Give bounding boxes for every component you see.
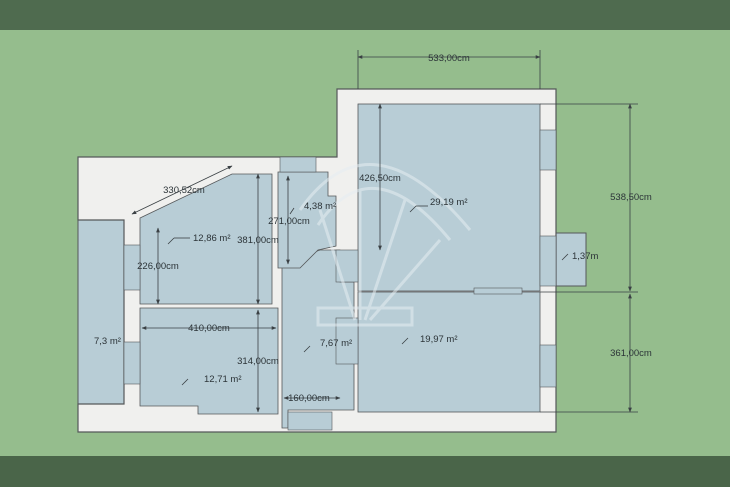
- dim-bath-height: 271,00cm: [268, 216, 310, 227]
- window: [539, 344, 557, 388]
- window: [539, 129, 557, 171]
- area-room-main: 29,19 m²: [430, 197, 468, 208]
- room-right-lower: [357, 291, 541, 413]
- dim-right-lower-height: 361,00cm: [610, 348, 652, 359]
- door-opening: [473, 287, 523, 295]
- window: [123, 341, 141, 385]
- dim-bottom-left-height: 314,00cm: [237, 356, 279, 367]
- watermark: [298, 163, 472, 327]
- door-opening: [335, 317, 359, 365]
- area-balcony-left: 7,3 m²: [94, 336, 121, 347]
- area-room-upper-left: 12,86 m²: [193, 233, 231, 244]
- area-balcony-right: 1,37m: [572, 251, 598, 262]
- dim-kitchen-depth: 426,50cm: [359, 173, 401, 184]
- bottom-band: [0, 456, 730, 487]
- room-lower-left: [139, 307, 279, 415]
- area-corridor: 7,67 m²: [320, 338, 352, 349]
- dim-corridor-width: 160,00cm: [288, 393, 330, 404]
- area-room-lower-left: 12,71 m²: [204, 374, 242, 385]
- dim-diagonal-wall: 330,52cm: [163, 185, 205, 196]
- window: [279, 156, 317, 173]
- area-leaders: [167, 205, 569, 386]
- window: [123, 244, 141, 291]
- area-room-right-lower: 19,97 m²: [420, 334, 458, 345]
- area-bath: 4,38 m²: [304, 201, 336, 212]
- door-opening: [287, 411, 333, 431]
- dim-hall-height: 381,00cm: [237, 235, 279, 246]
- top-band: [0, 0, 730, 30]
- right-balcony: [555, 232, 587, 287]
- left-balcony: [77, 219, 125, 405]
- room-main: [357, 103, 541, 292]
- dim-right-upper-height: 538,50cm: [610, 192, 652, 203]
- dim-left-width: 410,00cm: [188, 323, 230, 334]
- dim-room-left-height: 226,00cm: [137, 261, 179, 272]
- dim-top-width: 533,00cm: [428, 53, 470, 64]
- dimension-lines: [131, 50, 638, 413]
- window: [539, 235, 557, 287]
